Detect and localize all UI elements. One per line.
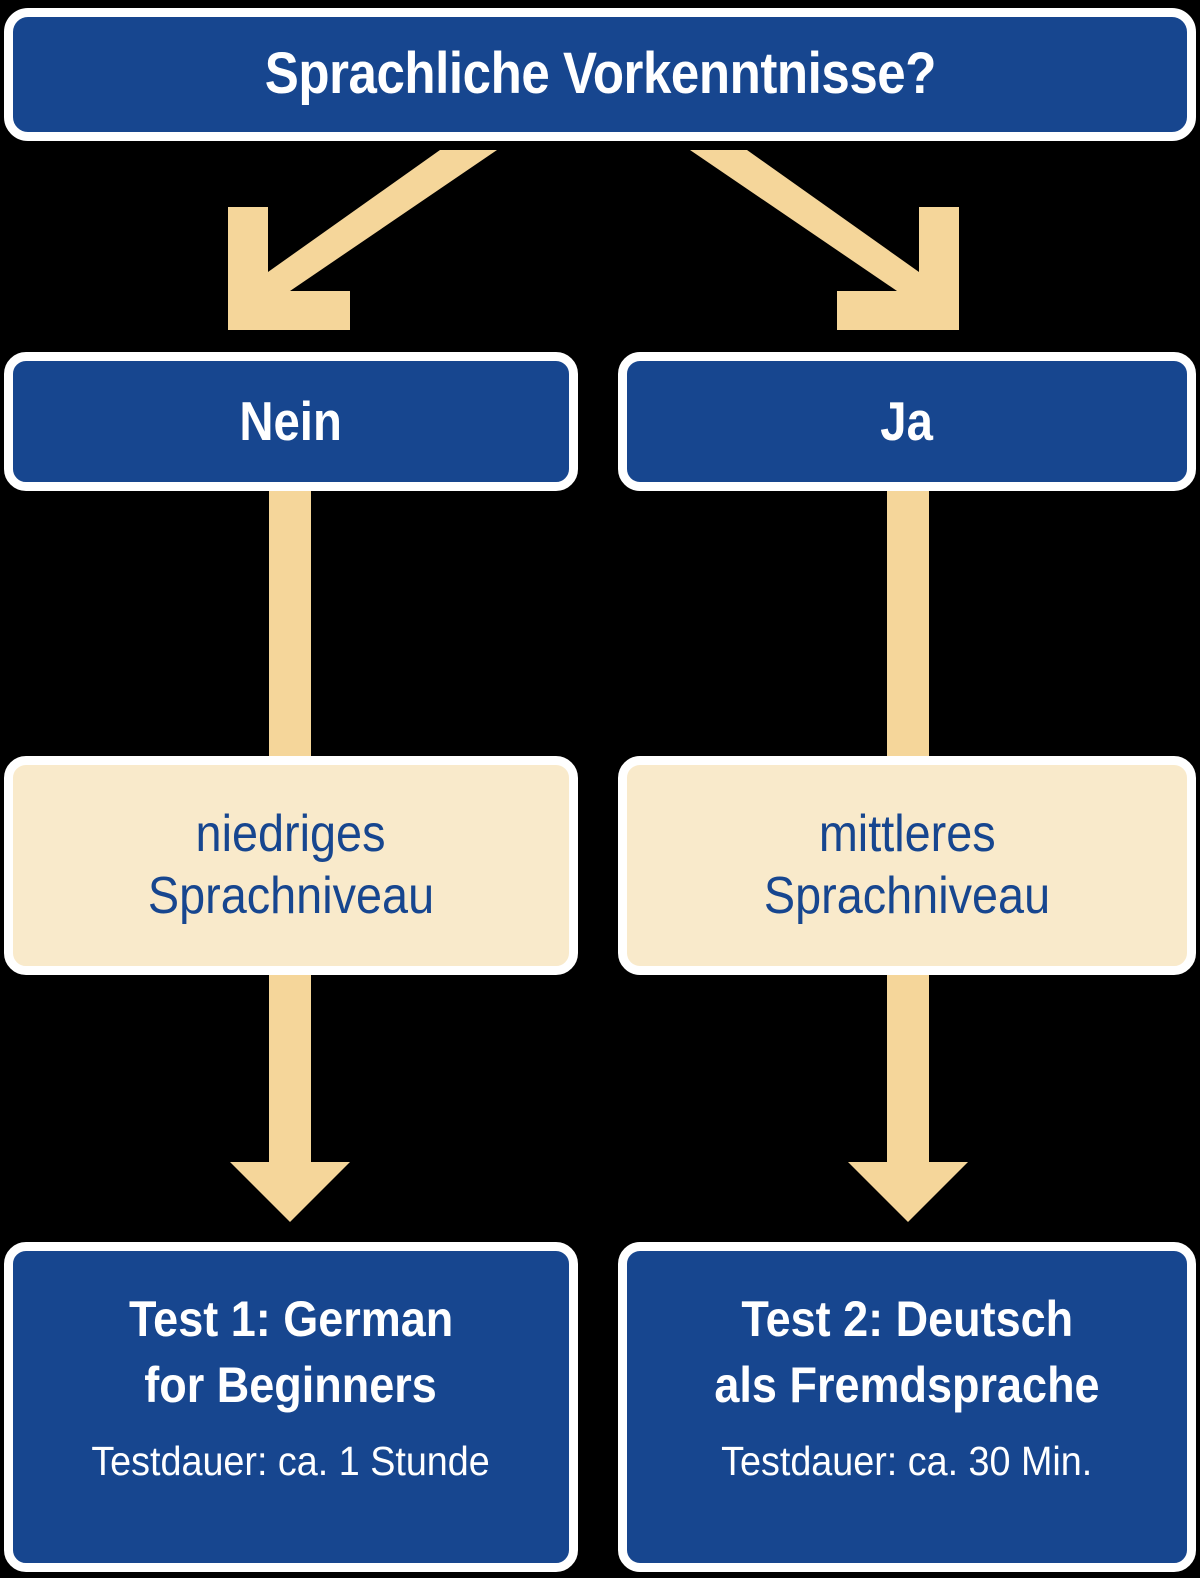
test-node-2-title-line2: als Fremdsprache [714, 1356, 1100, 1413]
arrow-level-mid-to-test2 [848, 968, 968, 1222]
arrow-level-low-to-test1 [230, 968, 350, 1222]
level-node-low-line1: niedriges [196, 804, 386, 863]
test-node-1-title-line2: for Beginners [144, 1356, 438, 1413]
answer-node-nein[interactable]: Nein [4, 352, 578, 491]
test-node-1-duration: Testdauer: ca. 1 Stunde [91, 1438, 491, 1484]
arrow-question-to-nein [228, 150, 497, 330]
level-node-mid-line1: mittleres [818, 804, 996, 863]
question-node[interactable]: Sprachliche Vorkenntnisse? [4, 8, 1196, 141]
answer-node-ja-label: Ja [880, 390, 934, 453]
arrow-ja-to-level-mid [887, 489, 929, 764]
level-node-mid[interactable]: mittleres Sprachniveau [618, 756, 1196, 975]
test-node-1-title-line1: Test 1: German [128, 1291, 454, 1347]
arrow-question-to-ja [690, 150, 959, 330]
test-node-2[interactable]: Test 2: Deutsch als Fremdsprache Testdau… [618, 1242, 1196, 1572]
level-node-low-line2: Sprachniveau [147, 866, 435, 925]
test-node-1[interactable]: Test 1: German for Beginners Testdauer: … [4, 1242, 578, 1572]
test-node-2-duration: Testdauer: ca. 30 Min. [721, 1438, 1093, 1484]
arrow-nein-to-level-low [269, 489, 311, 764]
question-node-label: Sprachliche Vorkenntnisse? [264, 41, 936, 107]
test-node-2-title-line1: Test 2: Deutsch [741, 1291, 1073, 1347]
answer-node-ja[interactable]: Ja [618, 352, 1196, 491]
answer-node-nein-label: Nein [239, 390, 343, 453]
level-node-low[interactable]: niedriges Sprachniveau [4, 756, 578, 975]
level-node-mid-line2: Sprachniveau [763, 866, 1051, 925]
